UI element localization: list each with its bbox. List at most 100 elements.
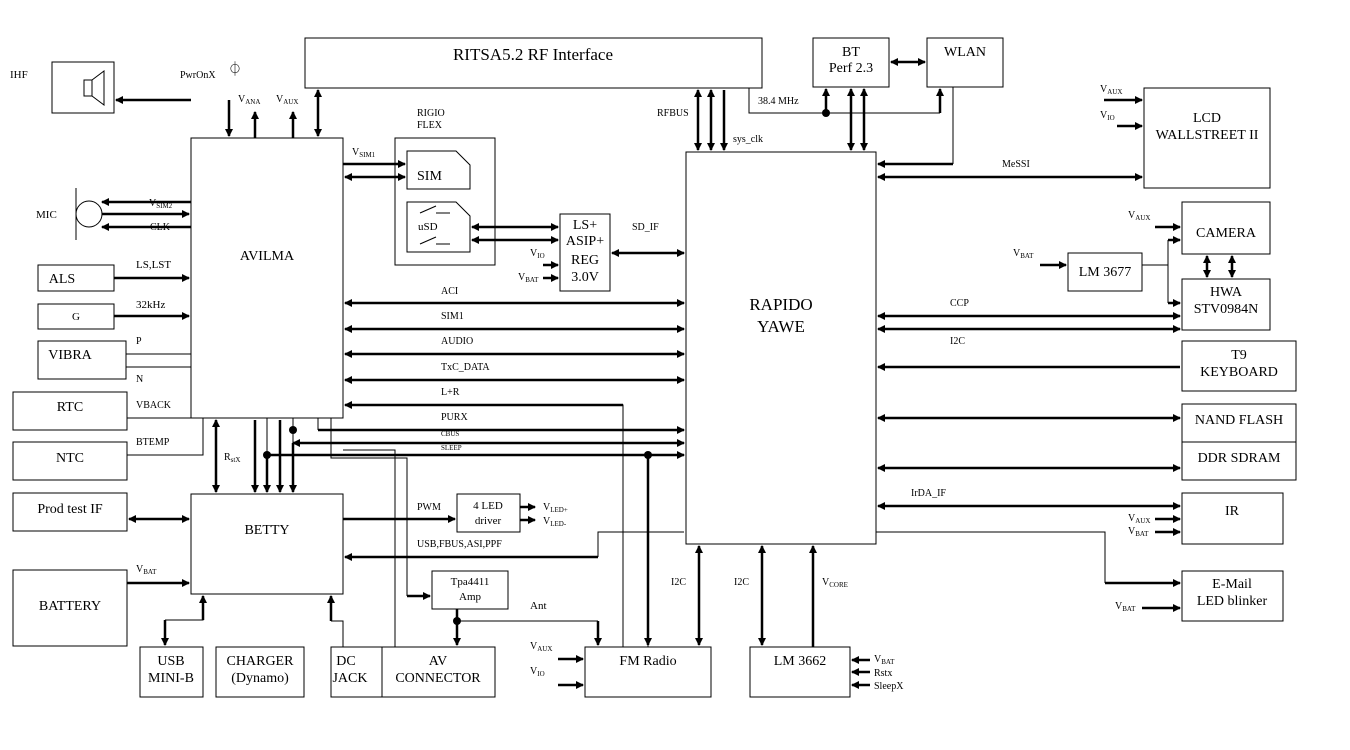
block-boxes: [12, 37, 1297, 698]
ccp-label: CCP: [950, 298, 969, 309]
prodtest-label: Prod test IF: [37, 502, 103, 517]
btemp-label: BTEMP: [136, 437, 170, 448]
led-label: 4 LED: [473, 500, 503, 512]
hwa-label: HWA: [1210, 285, 1243, 300]
charger-dynamo-label: (Dynamo): [231, 671, 289, 686]
speaker-icon: [83, 70, 105, 106]
prodtest-box: [12, 492, 128, 532]
ls-label-4: 3.0V: [571, 270, 599, 285]
lcd-box: [1143, 87, 1271, 189]
aci-label: ACI: [441, 286, 458, 297]
microphone-icon: [75, 188, 103, 240]
vback-label: VBACK: [136, 400, 172, 411]
i2c-right-label: I2C: [950, 336, 965, 347]
charger-label: CHARGER: [227, 654, 295, 669]
bt-label: BT: [842, 45, 860, 60]
als-label: ALS: [49, 272, 75, 287]
camera-label: CAMERA: [1196, 226, 1257, 241]
rapido-yawe-label: YAWE: [757, 317, 805, 336]
led-box: [456, 493, 521, 533]
ir-vaux-label: VAUX: [1128, 513, 1150, 525]
lm-sleepx-label: SleepX: [874, 681, 904, 692]
vcore-label: VCORE: [822, 577, 848, 589]
av-connector-label: CONNECTOR: [395, 671, 481, 686]
dc-label: DC: [336, 654, 355, 669]
usd-label: uSD: [418, 221, 438, 233]
vbat-batt-label: VBAT: [136, 564, 157, 576]
lr-label: L+R: [441, 387, 460, 398]
wlan-box: [926, 37, 1004, 88]
tpa-label: Tpa4411: [451, 576, 490, 588]
t9-box: [1181, 340, 1297, 392]
rigio-label: RIGIO: [417, 108, 445, 119]
wlan-label: WLAN: [944, 45, 986, 60]
camera-box: [1181, 201, 1271, 255]
rstx-label: RstX: [224, 452, 240, 464]
bt-box: [812, 37, 890, 88]
battery-label: BATTERY: [39, 599, 101, 614]
battery-box: [12, 569, 128, 647]
nand-box: [1181, 403, 1297, 443]
fm-box: [584, 646, 712, 698]
pwm-label: PWM: [417, 502, 441, 513]
lcd-vaux-label: VAUX: [1100, 84, 1122, 96]
purx-label: PURX: [441, 412, 468, 423]
cbus-label: CBUS: [441, 430, 459, 438]
sim1-label: SIM1: [441, 311, 464, 322]
usb-box: [139, 646, 204, 698]
av-box: [381, 646, 496, 698]
g-label: G: [72, 311, 80, 323]
ritsa-box: [304, 37, 763, 89]
usb-label: USB: [157, 654, 184, 669]
lcd-vio-label: VIO: [1100, 110, 1115, 122]
vledp-label: VLED+: [543, 502, 568, 514]
audio-label: AUDIO: [441, 336, 473, 347]
usbfbus-label: USB,FBUS,ASI,PPF: [417, 539, 502, 550]
vibra-label: VIBRA: [48, 348, 92, 363]
sim-label: SIM: [417, 169, 442, 184]
mhz-label: 38.4 MHz: [758, 96, 799, 107]
email-label: E-Mail: [1212, 577, 1252, 592]
ddr-box: [1181, 441, 1297, 481]
vbat-ls-label: VBAT: [518, 272, 539, 284]
vledm-label: VLED-: [543, 516, 567, 528]
i2c-lm-label: I2C: [734, 577, 749, 588]
cam-vaux-label: VAUX: [1128, 210, 1150, 222]
avilma-box: [190, 137, 344, 419]
ihf-box: [51, 61, 115, 114]
email-box: [1181, 570, 1284, 622]
usd-card-icon: [406, 201, 471, 253]
lm3662-label: LM 3662: [774, 654, 827, 669]
led-driver-label: driver: [475, 515, 502, 527]
connections: [101, 58, 1236, 689]
pwronx-label: PwrOnX: [180, 70, 216, 81]
ls-label-2: ASIP+: [566, 234, 604, 249]
vsim-label: VSIM1: [352, 147, 376, 159]
p-label: P: [136, 336, 142, 347]
usb-mini-label: MINI-B: [148, 671, 194, 686]
ls-label-3: REG: [571, 253, 599, 268]
sleep-label: SLEEP: [441, 444, 462, 452]
lm3662-box: [749, 646, 851, 698]
clk-label: CLK: [150, 222, 171, 233]
vaux-label: VAUX: [276, 94, 298, 106]
lm-vbat-label: VBAT: [1013, 248, 1034, 260]
ritsa-label: RITSA5.2 RF Interface: [453, 45, 613, 64]
tpa-amp-label: Amp: [459, 591, 482, 603]
betty-label: BETTY: [244, 523, 289, 538]
tpa-box: [431, 570, 509, 610]
power-symbol: ⏀: [228, 61, 242, 78]
nand-label: NAND FLASH: [1195, 413, 1283, 428]
ir-label: IR: [1225, 504, 1240, 519]
txc-label: TxC_DATA: [441, 362, 490, 373]
ant-label: Ant: [530, 600, 547, 612]
vio-ls-label: VIO: [530, 248, 545, 260]
t9-keyboard-label: KEYBOARD: [1200, 365, 1278, 380]
lm3677-box: [1067, 252, 1143, 292]
irda-label: IrDA_IF: [911, 488, 946, 499]
vsim2-label: VSIM2: [149, 198, 173, 210]
avilma-label: AVILMA: [240, 249, 295, 264]
t9-label: T9: [1231, 348, 1247, 363]
rigio-flex-label: FLEX: [417, 120, 443, 131]
